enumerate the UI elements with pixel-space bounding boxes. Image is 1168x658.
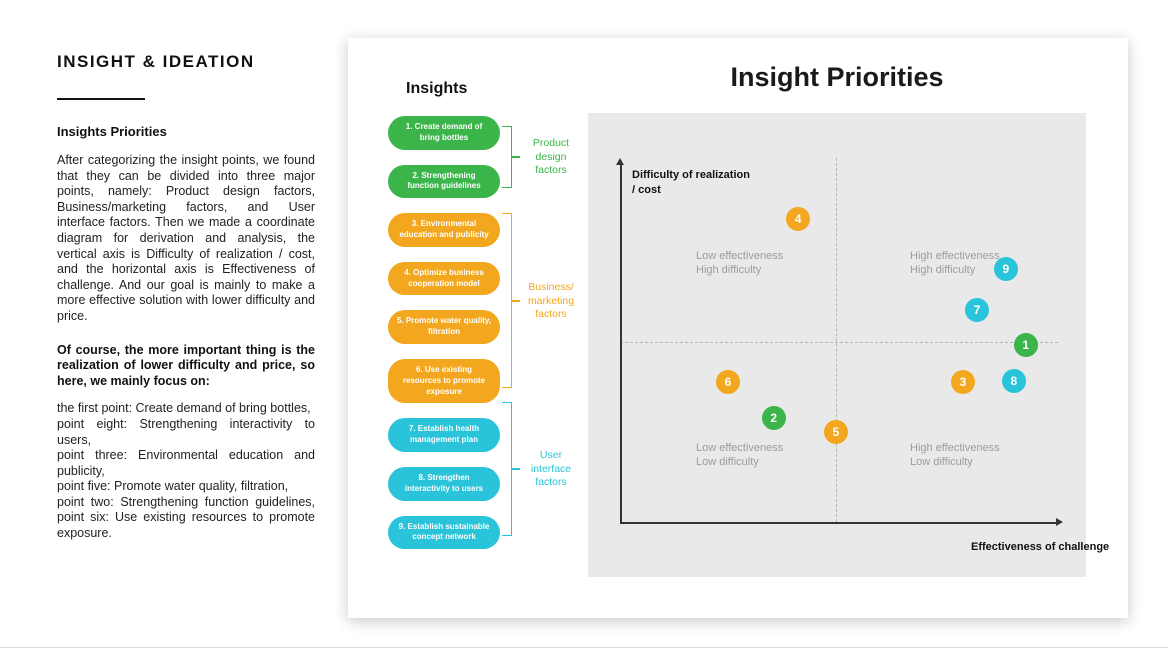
group-bracket-product-design [502,126,512,188]
group-label-user-interface: User interface factors [530,449,572,489]
insight-pill-4: 4. Optimize business cooperation model [388,261,500,296]
focus-point-line: point eight: Strengthening interactivity… [57,416,315,447]
quadrant-label-top-right: High effectiveness High difficulty [910,250,1000,276]
y-axis-label: Difficulty of realization / cost [632,169,750,196]
data-point-8: 8 [1001,369,1026,394]
data-point-5: 5 [824,420,848,445]
quadrant-chart: Difficulty of realization / cost Effecti… [588,113,1109,577]
data-point-1: 1 [1013,333,1038,357]
left-panel: INSIGHT & IDEATION Insights Priorities A… [57,52,315,542]
group-label-product-design: Product design factors [532,137,570,177]
intro-paragraph: After categorizing the insight points, w… [57,153,315,323]
group-label-business-marketing: Business/ marketing factors [527,281,575,321]
data-point-6: 6 [715,370,740,395]
x-axis-arrow-icon [1056,518,1063,526]
vertical-divider-dashed [836,158,837,522]
focus-point-line: point two: Strengthening function guidel… [57,494,315,541]
emphasis-paragraph: Of course, the more important thing is t… [57,342,315,388]
focus-points-list: the first point: Create demand of bring … [57,401,315,541]
page-bottom-divider [0,647,1168,648]
quadrant-label-bottom-left: Low effectiveness Low difficulty [696,442,784,468]
insight-pill-9: 9. Establish sustainable concept network [388,515,500,550]
insight-pill-6: 6. Use existing resources to promote exp… [388,358,500,404]
focus-point-line: point three: Environmental education and… [57,448,315,478]
x-axis [620,522,1058,524]
insights-heading: Insights [406,80,468,97]
insight-pill-1: 1. Create demand of bring bottles [388,116,500,150]
y-axis [620,165,622,523]
quadrant-label-top-left: Low effectiveness High difficulty [696,250,784,276]
section-heading: Insights Priorities [57,124,167,139]
x-axis-label: Effectiveness of challenge [971,541,1110,553]
group-bracket-stub [512,156,520,158]
group-bracket-stub [512,468,520,470]
group-bracket-stub [512,300,520,302]
group-bracket-user-interface [502,402,512,536]
insight-pill-5: 5. Promote water quality, filtration [388,310,500,344]
chart-title: Insight Priorities [730,62,944,92]
insight-pill-3: 3. Environmental education and publicity [388,213,500,247]
focus-point-line: point five: Promote water quality, filtr… [57,479,289,494]
data-point-4: 4 [786,206,811,231]
insight-pill-2: 2. Strengthening function guidelines [388,164,500,199]
insight-pill-list: 1. Create demand of bring bottles 2. Str… [388,116,500,550]
y-axis-arrow-icon [616,158,624,165]
data-point-7: 7 [964,298,989,323]
group-bracket-business-marketing [502,213,512,388]
content-card: Insights 1. Create demand of bring bottl… [348,38,1128,618]
data-point-2: 2 [761,405,786,430]
page-title: INSIGHT & IDEATION [57,52,255,71]
title-underline [57,98,145,100]
insight-pill-7: 7. Establish health management plan [388,418,500,452]
quadrant-label-bottom-right: High effectiveness Low difficulty [910,442,1000,468]
data-point-9: 9 [993,256,1018,281]
data-point-3: 3 [950,370,975,395]
focus-point-line: the first point: Create demand of bring … [57,401,311,416]
insight-pill-8: 8. Strengthen interactivity to users [388,466,500,501]
horizontal-divider-dashed [620,342,1058,343]
